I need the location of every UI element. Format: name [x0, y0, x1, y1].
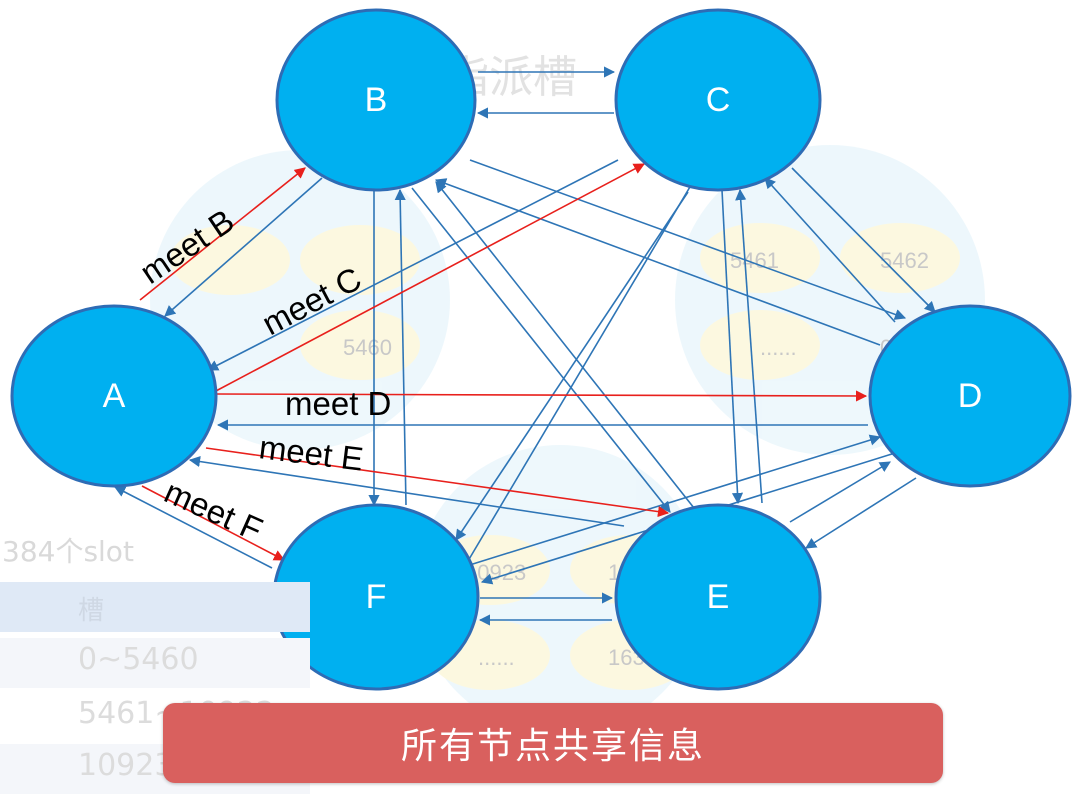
faded-cluster-label: ......	[478, 645, 515, 670]
edge-b-e	[411, 187, 671, 513]
edge-d-e	[805, 477, 917, 549]
node-label: D	[958, 377, 983, 415]
node-label: C	[706, 81, 731, 119]
node-label: B	[365, 81, 388, 119]
edge-e-d	[789, 461, 891, 523]
edge-c-f	[455, 191, 689, 541]
edge-meet-c	[213, 163, 645, 393]
edge-b-a	[164, 177, 323, 317]
edge-e-b	[435, 181, 695, 509]
edge-d-c	[764, 177, 896, 323]
node-label: E	[707, 578, 730, 616]
edge-meet-d	[215, 390, 868, 402]
node-f: F	[272, 503, 480, 691]
node-label: F	[366, 578, 387, 616]
edge-f-b	[394, 188, 407, 506]
edge-meet-b	[139, 167, 306, 301]
edge-f-c	[464, 169, 701, 567]
meet-d-label: meet D	[285, 385, 391, 422]
edge-c-d	[791, 167, 936, 313]
edge-f-a	[114, 486, 273, 569]
faded-cluster-label: 5462	[880, 248, 929, 273]
node-d: D	[868, 304, 1072, 488]
edges-meet	[139, 163, 868, 561]
edge-c-a	[207, 159, 619, 371]
edge-e-a	[188, 455, 625, 527]
faded-cluster-label: ......	[760, 335, 797, 360]
node-c: C	[614, 8, 822, 192]
node-label: A	[103, 377, 126, 415]
edge-meet-e	[205, 447, 670, 518]
node-e: E	[614, 503, 822, 691]
edge-b-d	[469, 159, 907, 320]
edge-f-d	[459, 434, 882, 569]
edge-d-b	[434, 178, 881, 346]
meet-f-label: meet F	[159, 473, 268, 549]
edge-e-c	[735, 188, 763, 504]
edges-blue	[114, 66, 936, 626]
node-a: A	[10, 304, 218, 488]
edge-c-e	[721, 189, 744, 505]
nodes: B C A D F E	[10, 8, 1072, 691]
edge-meet-f	[141, 485, 285, 561]
node-b: B	[275, 8, 477, 192]
faded-cluster-label: 5460	[343, 335, 392, 360]
shared-info-banner: 所有节点共享信息	[163, 703, 943, 783]
